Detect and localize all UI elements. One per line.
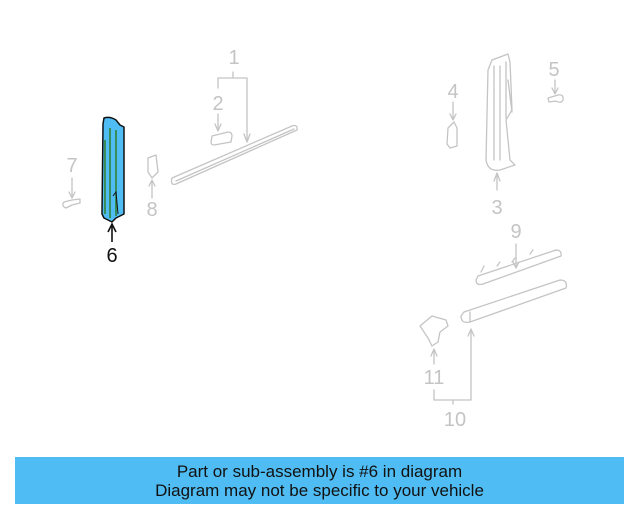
callout-8: 8 <box>146 199 158 221</box>
part-5-screw <box>547 79 564 103</box>
part-9-strip <box>475 243 562 286</box>
part-7-screw <box>62 177 81 209</box>
callout-3: 3 <box>491 197 503 219</box>
part-6-highlighted-pillar[interactable] <box>101 116 125 242</box>
callout-1: 1 <box>228 47 240 69</box>
part-3-pillar <box>485 53 516 191</box>
callout-9: 9 <box>510 221 522 243</box>
part-11-clip <box>419 315 449 401</box>
part-10-molding <box>433 279 568 405</box>
banner-line-disclaimer: Diagram may not be specific to your vehi… <box>155 480 484 500</box>
info-banner: Part or sub-assembly is #6 in diagram Di… <box>15 457 624 504</box>
callout-4: 4 <box>447 81 459 103</box>
callout-7: 7 <box>66 155 78 177</box>
part-4-clip <box>446 101 458 149</box>
callout-6[interactable]: 6 <box>106 245 118 267</box>
part-2-clip <box>210 113 233 146</box>
part-8-bracket <box>147 154 159 199</box>
callout-10: 10 <box>443 409 467 431</box>
callout-2: 2 <box>212 93 224 115</box>
banner-line-part-number: Part or sub-assembly is #6 in diagram <box>176 461 463 481</box>
part-1-molding <box>170 71 298 186</box>
callout-11: 11 <box>423 367 445 389</box>
callout-5: 5 <box>548 59 560 81</box>
